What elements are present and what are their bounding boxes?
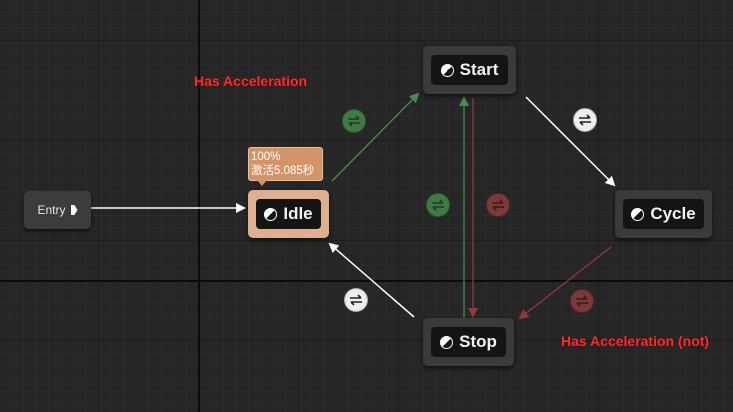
- link-stop-idle: [328, 242, 415, 318]
- entry-label: Entry: [37, 203, 66, 217]
- state-cycle-label: Cycle: [650, 204, 696, 223]
- state-cycle[interactable]: Cycle: [615, 190, 712, 238]
- transition-rule-icon[interactable]: [342, 109, 366, 133]
- state-start[interactable]: Start: [423, 46, 516, 94]
- link-start-cycle: [525, 96, 616, 187]
- state-stop-label: Stop: [459, 332, 497, 351]
- condition-label-has-acceleration: Has Acceleration: [194, 73, 308, 89]
- state-icon: [631, 207, 645, 221]
- state-stop[interactable]: Stop: [423, 318, 514, 366]
- graph-axis-horizontal: [0, 280, 733, 282]
- exec-pin-icon: [70, 205, 78, 215]
- state-start-label: Start: [459, 60, 499, 79]
- tooltip-weight: 100%: [251, 151, 281, 163]
- state-icon: [264, 207, 278, 221]
- transition-rule-icon[interactable]: [570, 289, 594, 313]
- tooltip-active-time: 激活5.085秒: [251, 165, 315, 177]
- transition-rule-icon[interactable]: [344, 288, 368, 312]
- state-icon: [440, 335, 454, 349]
- entry-node[interactable]: Entry: [24, 191, 91, 229]
- state-idle-label: Idle: [283, 204, 313, 223]
- link-idle-start: [331, 92, 420, 182]
- state-icon: [440, 63, 454, 77]
- graph-axis-vertical: [198, 0, 200, 412]
- idle-debug-tooltip: 100% 激活5.085秒: [248, 147, 323, 186]
- transition-rule-icon[interactable]: [573, 108, 597, 132]
- link-cycle-stop: [518, 246, 612, 320]
- transition-rule-icon[interactable]: [486, 193, 510, 217]
- condition-label-has-acceleration-not: Has Acceleration (not): [561, 333, 710, 349]
- transition-rule-icon[interactable]: [426, 193, 450, 217]
- state-idle[interactable]: Idle: [248, 190, 329, 238]
